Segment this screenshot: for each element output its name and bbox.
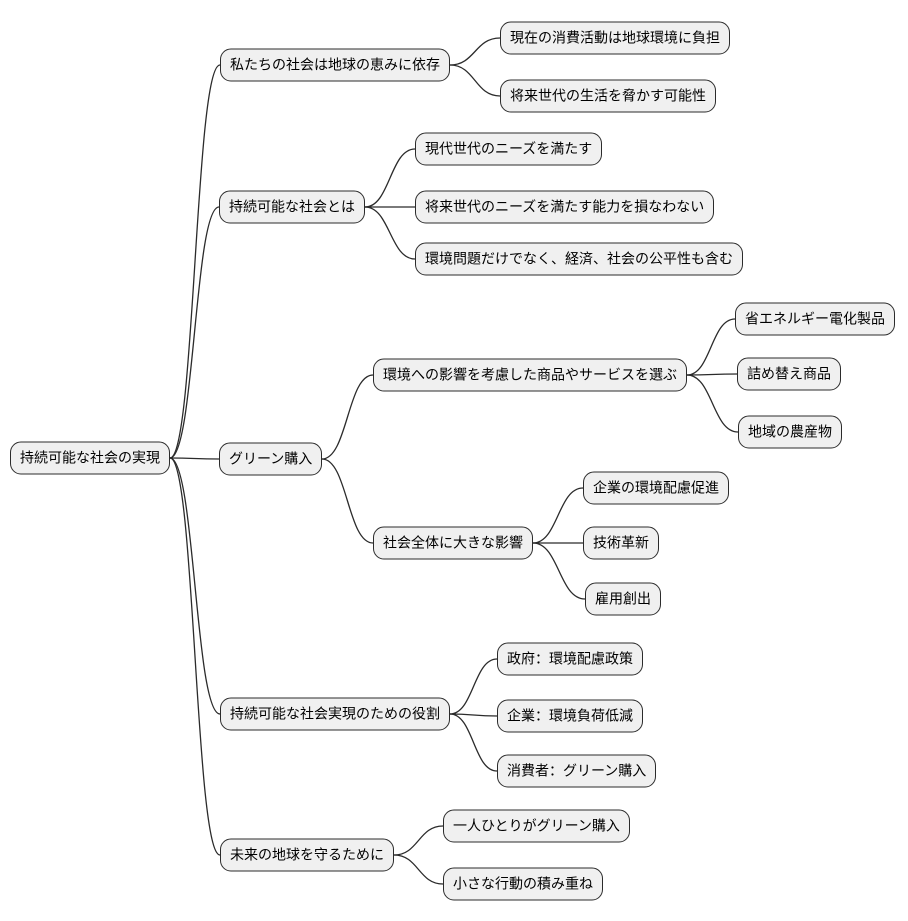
mindmap-node-b1[interactable]: 私たちの社会は地球の恵みに依存 (220, 48, 450, 82)
mindmap-connector-root-b3 (169, 457, 220, 460)
mindmap-connector-c3a-d3a1 (686, 318, 736, 376)
mindmap-node-b4[interactable]: 持続可能な社会実現のための役割 (220, 697, 450, 731)
mindmap-connector-b4-c4a (449, 658, 498, 715)
mindmap-connector-b2-c2c (364, 206, 416, 260)
mindmap-connector-b3-c3a (321, 374, 374, 460)
mindmap-node-c2a[interactable]: 現代世代のニーズを満たす (415, 132, 603, 166)
mindmap-connector-b3-c3b (321, 458, 374, 544)
mindmap-node-d3b3[interactable]: 雇用創出 (585, 582, 661, 616)
mindmap-connector-b1-c1b (449, 64, 501, 97)
mindmap-connector-c3a-d3a3 (686, 374, 739, 433)
mindmap-connector-b4-c4c (449, 713, 498, 772)
mindmap-connector-root-b5 (169, 457, 221, 856)
mindmap-node-c5a[interactable]: 一人ひとりがグリーン購入 (443, 809, 630, 843)
mindmap-node-c4a[interactable]: 政府：環境配慮政策 (497, 642, 643, 676)
mindmap-node-c4b[interactable]: 企業：環境負荷低減 (497, 699, 643, 733)
mindmap-node-c2c[interactable]: 環境問題だけでなく、経済、社会の公平性も含む (415, 242, 743, 276)
mindmap-node-d3a2[interactable]: 詰め替え商品 (737, 357, 841, 391)
mindmap-node-c3a[interactable]: 環境への影響を考慮した商品やサービスを選ぶ (373, 358, 687, 392)
mindmap-node-b2[interactable]: 持続可能な社会とは (219, 190, 365, 224)
mindmap-node-c5b[interactable]: 小さな行動の積み重ね (443, 867, 603, 901)
mindmap-node-d3b1[interactable]: 企業の環境配慮促進 (583, 471, 729, 505)
mindmap-connector-b5-c5b (393, 854, 444, 885)
mindmap-connector-b2-c2a (364, 148, 416, 208)
mindmap-node-c3b[interactable]: 社会全体に大きな影響 (373, 526, 533, 560)
mindmap-connector-b5-c5a (393, 825, 444, 856)
mindmap-connector-c3a-d3a2 (686, 373, 738, 376)
mindmap-connector-c3b-d3b3 (532, 542, 586, 600)
mindmap-connector-c3b-d3b1 (532, 487, 584, 544)
mindmap-connector-root-b1 (169, 64, 221, 459)
mindmap-connector-root-b2 (169, 206, 220, 459)
mindmap-node-c1a[interactable]: 現在の消費活動は地球環境に負担 (500, 21, 730, 55)
mindmap-node-d3a1[interactable]: 省エネルギー電化製品 (735, 302, 895, 336)
mindmap-node-b5[interactable]: 未来の地球を守るために (220, 838, 394, 872)
mindmap-node-c2b[interactable]: 将来世代のニーズを満たす能力を損なわない (415, 190, 715, 224)
mindmap-node-b3[interactable]: グリーン購入 (219, 442, 323, 476)
mindmap-node-d3b2[interactable]: 技術革新 (583, 526, 659, 560)
mindmap-node-c4c[interactable]: 消費者：グリーン購入 (497, 754, 657, 788)
mindmap-connector-b1-c1a (449, 37, 501, 66)
mindmap-node-root[interactable]: 持続可能な社会の実現 (10, 441, 170, 475)
mindmap-connector-b4-c4b (449, 713, 498, 717)
mindmap-node-d3a3[interactable]: 地域の農産物 (738, 415, 842, 449)
mindmap-connector-root-b4 (169, 457, 221, 715)
mindmap-node-c1b[interactable]: 将来世代の生活を脅かす可能性 (500, 79, 716, 113)
